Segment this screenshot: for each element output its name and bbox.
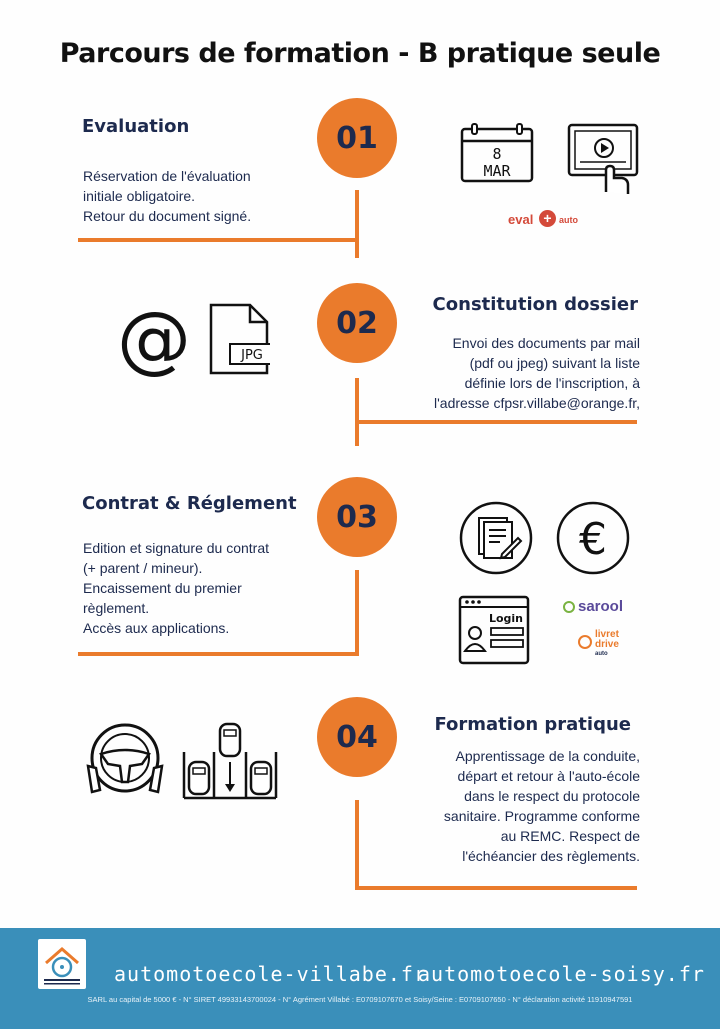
timeline-horizontal-02 <box>355 420 637 424</box>
at-email-icon: @ <box>116 296 192 382</box>
timeline-vertical-04 <box>355 800 359 890</box>
eval-auto-logo: eval + auto <box>508 210 578 227</box>
legal-notice: SARL au capital de 5000 € - N° SIRET 499… <box>87 995 633 1004</box>
footer-band <box>0 928 720 1029</box>
livret-drive-logo: livret drive auto <box>578 630 638 662</box>
step-03-body: Edition et signature du contrat (+ paren… <box>83 538 269 638</box>
villabe-site-link[interactable]: automotoecole-villabe.fr <box>114 962 427 986</box>
step-01-body: Réservation de l'évaluation initiale obl… <box>83 166 251 226</box>
step-02-line: Envoi des documents par mail <box>452 335 640 351</box>
step-04-line: Apprentissage de la conduite, <box>455 748 640 764</box>
step-04-body: Apprentissage de la conduite, départ et … <box>444 746 640 866</box>
step-03-number: 03 <box>317 477 397 557</box>
school-logo <box>38 939 86 989</box>
login-label: Login <box>489 612 523 625</box>
timeline-vertical-03 <box>355 570 359 656</box>
step-01-line: Retour du document signé. <box>83 208 252 224</box>
calendar-icon: 8 MAR <box>460 123 534 183</box>
steering-wheel-icon <box>84 720 166 802</box>
login-screen-icon: Login <box>458 595 530 665</box>
timeline-horizontal-04 <box>355 886 637 890</box>
step-02-line: (pdf ou jpeg) suivant la liste <box>469 355 640 371</box>
svg-text:@: @ <box>117 302 191 378</box>
step-04-line: dans le respect du protocole <box>464 788 640 804</box>
step-04-number: 04 <box>317 697 397 777</box>
step-04-line: au REMC. Respect de <box>500 828 640 844</box>
timeline-vertical-02 <box>355 378 359 446</box>
calendar-month: MAR <box>483 162 511 180</box>
step-04-title: Formation pratique <box>434 714 631 735</box>
step-04-line: départ et retour à l'auto-école <box>457 768 640 784</box>
step-02-number: 02 <box>317 283 397 363</box>
step-03-line: Encaissement du premier <box>83 580 242 596</box>
step-04-line: sanitaire. Programme conforme <box>443 808 640 824</box>
svg-text:€: € <box>579 514 607 565</box>
step-04-line: l'échéancier des règlements. <box>462 848 640 864</box>
timeline-horizontal-01 <box>78 238 359 242</box>
page-title: Parcours de formation - B pratique seule <box>59 38 661 69</box>
timeline-horizontal-03 <box>78 652 359 656</box>
sarool-logo: sarool <box>563 598 638 618</box>
step-02-body: Envoi des documents par mail (pdf ou jpe… <box>434 333 640 413</box>
soisy-site-link[interactable]: automotoecole-soisy.fr <box>418 962 705 986</box>
jpg-file-icon: JPG <box>208 302 275 376</box>
step-01-line: Réservation de l'évaluation <box>83 168 251 184</box>
step-01-number: 01 <box>317 98 397 178</box>
parking-maneuver-icon <box>182 722 278 800</box>
step-02-title: Constitution dossier <box>432 294 638 315</box>
step-03-line: Edition et signature du contrat <box>83 540 270 556</box>
step-03-title: Contrat & Réglement <box>82 493 297 514</box>
contract-document-icon <box>458 500 534 576</box>
step-02-line: l'adresse cfpsr.villabe@orange.fr, <box>434 395 640 411</box>
step-02-line: définie lors de l'inscription, à <box>464 375 640 391</box>
step-01-title: Evaluation <box>82 116 190 137</box>
timeline-vertical-01 <box>355 190 359 258</box>
euro-icon: € <box>555 500 631 576</box>
step-03-line: règlement. <box>83 600 150 616</box>
calendar-day: 8 <box>492 145 501 163</box>
touch-tablet-icon <box>566 122 640 196</box>
step-03-line: (+ parent / mineur). <box>83 560 203 576</box>
step-01-line: initiale obligatoire. <box>83 188 196 204</box>
step-03-line: Accès aux applications. <box>83 620 230 636</box>
file-type-label: JPG <box>240 348 263 363</box>
